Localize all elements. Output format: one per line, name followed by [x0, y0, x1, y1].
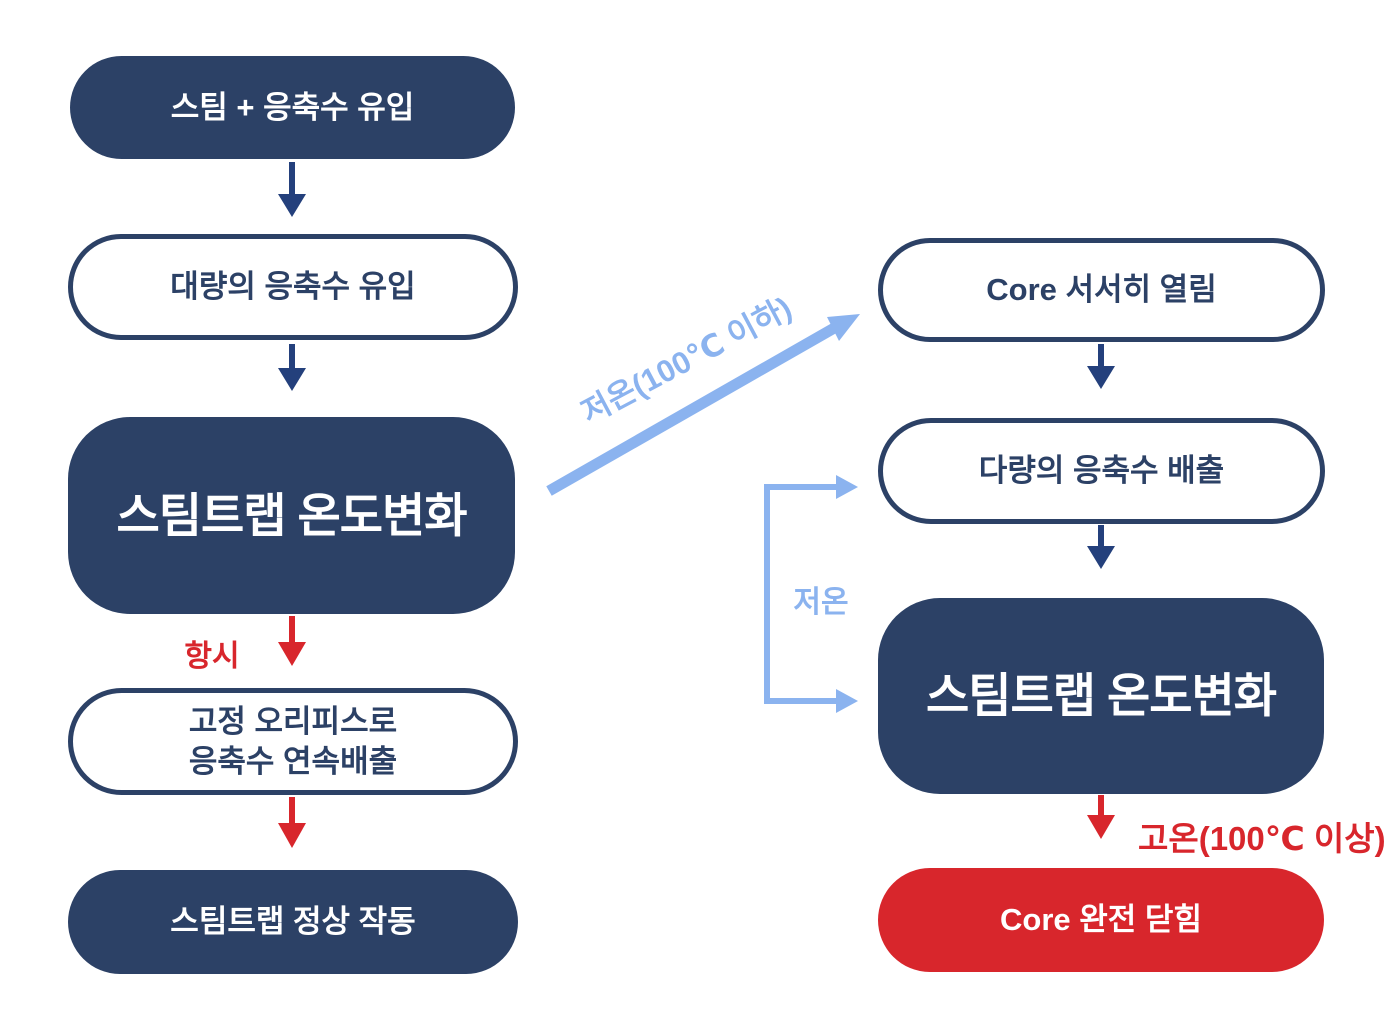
arrow-bulk-inflow-to-temp-change [278, 344, 306, 391]
arrow-orifice-to-normal-operation [278, 797, 306, 848]
node-core-fully-closed: Core 완전 닫힘 [878, 868, 1324, 972]
arrow-low-temp-diagonal [546, 314, 860, 496]
node-label: 스팀 + 응축수 유입 [170, 89, 415, 125]
node-label: 다량의 응축수 배출 [978, 453, 1225, 488]
arrow-steam-inflow-to-bulk-inflow [278, 162, 306, 217]
node-steam-trap-temp-change-left: 스팀트랩 온도변화 [68, 417, 515, 614]
node-label-line2: 응축수 연속배출 [188, 743, 398, 779]
arrow-temp-change-to-core-closed [1087, 795, 1115, 839]
node-label: 대량의 응축수 유입 [170, 269, 416, 304]
label-high-temp: 고온(100℃ 이상) [1138, 820, 1386, 857]
label-low-temp-loop: 저온 [793, 586, 849, 619]
node-steam-trap-normal-operation: 스팀트랩 정상 작동 [68, 870, 518, 974]
node-label-line1: 고정 오리피스로 [188, 703, 398, 739]
arrow-discharge-to-temp-change [1087, 525, 1115, 569]
node-label: 스팀트랩 정상 작동 [170, 904, 416, 939]
node-steam-condensate-inflow: 스팀 + 응축수 유입 [70, 56, 515, 159]
node-core-slowly-opens: Core 서서히 열림 [878, 238, 1325, 342]
node-label: 스팀트랩 온도변화 [926, 669, 1277, 722]
node-label: Core 완전 닫힘 [1000, 902, 1202, 937]
arrow-core-open-to-discharge [1087, 344, 1115, 389]
label-always: 항시 [184, 640, 240, 673]
node-bulk-condensate-inflow: 대량의 응축수 유입 [68, 234, 518, 340]
node-label: Core 서서히 열림 [986, 272, 1217, 307]
node-steam-trap-temp-change-right: 스팀트랩 온도변화 [878, 598, 1324, 794]
node-fixed-orifice-discharge: 고정 오리피스로 응축수 연속배출 [68, 688, 518, 795]
node-bulk-condensate-discharge: 다량의 응축수 배출 [878, 418, 1325, 524]
node-label: 스팀트랩 온도변화 [116, 488, 468, 542]
arrow-temp-change-to-orifice [278, 616, 306, 666]
arrow-low-temp-loop [764, 475, 858, 713]
